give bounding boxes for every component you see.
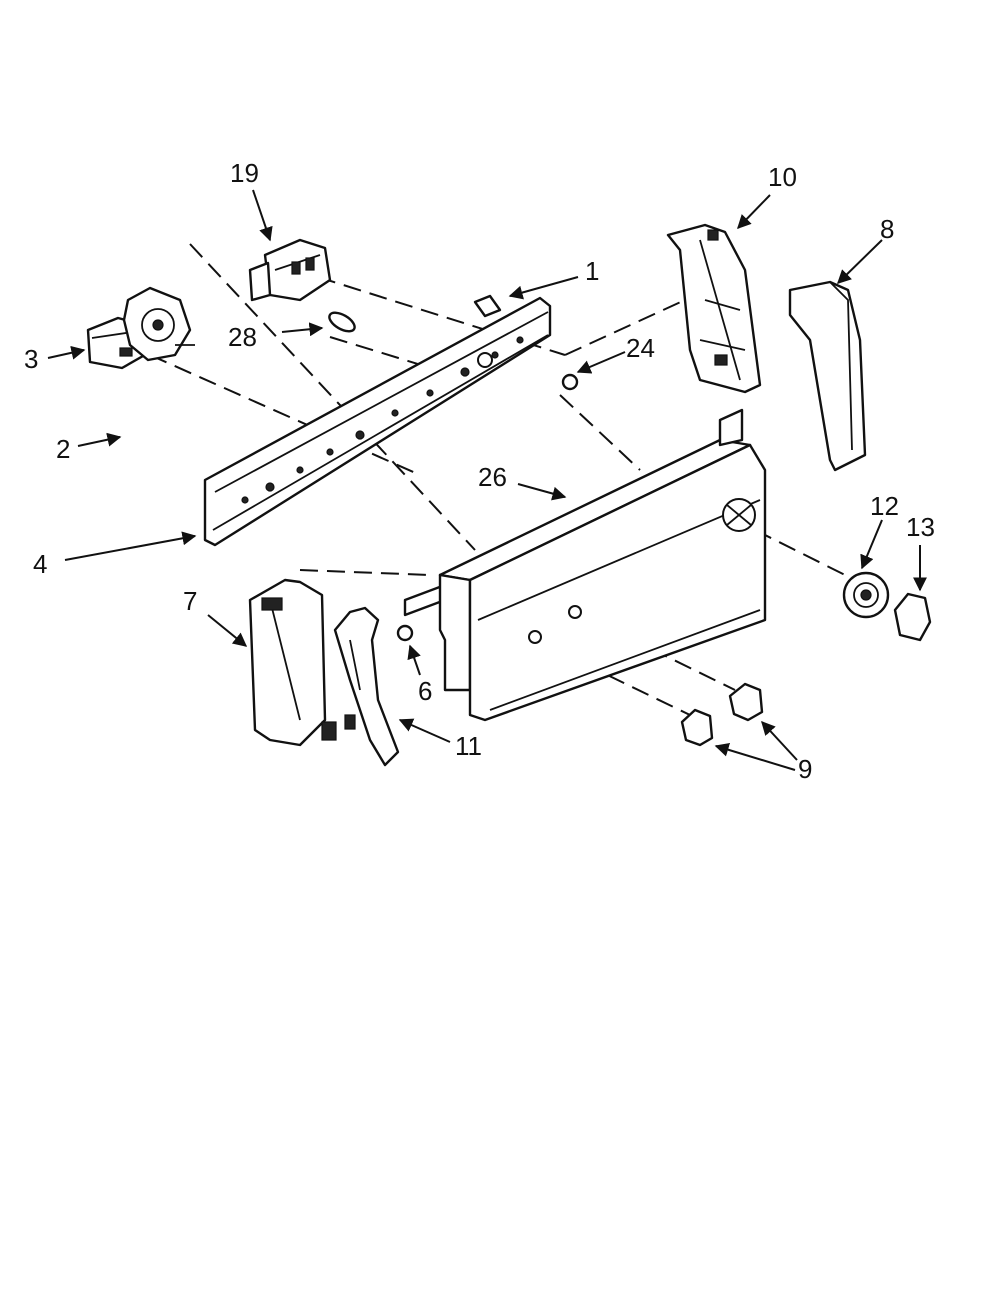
part-26-console	[403, 408, 767, 722]
callout-11: 11	[455, 731, 482, 761]
callout-4: 4	[33, 549, 47, 579]
leader-lines	[47, 189, 927, 771]
part-24-screw	[561, 373, 579, 391]
part-11-trim	[333, 606, 400, 767]
callout-3: 3	[24, 344, 38, 374]
callout-13: 13	[906, 512, 935, 542]
part-13-knob	[893, 592, 932, 642]
part-1-screw	[473, 294, 502, 318]
part-7-endcap	[248, 578, 356, 747]
callout-6: 6	[418, 676, 432, 706]
callout-10: 10	[768, 162, 797, 192]
callout-8: 8	[880, 214, 894, 244]
callout-19: 19	[230, 158, 259, 188]
part-19-switch	[248, 238, 332, 302]
callout-12: 12	[870, 491, 899, 521]
part-6-screw	[396, 624, 414, 642]
part-12-skirt	[842, 571, 890, 619]
callout-2: 2	[56, 434, 70, 464]
callout-1: 1	[585, 256, 599, 286]
part-10-endcap	[666, 223, 762, 394]
callout-28: 28	[228, 322, 257, 352]
callout-26: 26	[478, 462, 507, 492]
callout-9: 9	[798, 754, 812, 784]
part-4-bracket	[203, 296, 552, 547]
callout-labels: 19 10 8 1 28 24 3 2 26 12 13 4 7 6 11 9	[24, 158, 935, 784]
part-28-clip	[328, 311, 356, 333]
part-9-knobs	[680, 682, 764, 747]
callout-24: 24	[626, 333, 655, 363]
callout-7: 7	[183, 586, 197, 616]
part-2-timer	[122, 286, 195, 362]
part-8-trim	[788, 280, 867, 472]
